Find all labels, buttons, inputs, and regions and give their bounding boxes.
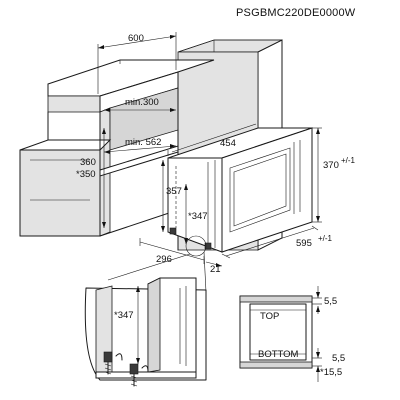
niche-shelf: [99, 145, 179, 177]
dim-370: 370 +/-1: [312, 127, 356, 223]
dim-21: 21: [205, 261, 223, 275]
dim-min-562-label: min. 562: [125, 137, 161, 148]
dim-454-label: 454: [220, 138, 236, 149]
dim-595: 595 +/-1: [221, 225, 333, 259]
appliance-window: [229, 147, 291, 233]
bottom-label: BOTTOM: [258, 349, 299, 360]
dim-600: 600: [97, 32, 177, 94]
dim-347-label: *347: [188, 211, 208, 222]
dim-296-label: 296: [156, 254, 172, 265]
dim-360: 360 *350: [76, 128, 106, 228]
dim-595-label: 595: [296, 238, 312, 249]
detail-view: *347: [84, 277, 207, 387]
detail-foot-1: [103, 351, 113, 363]
callout-circle: [185, 235, 207, 257]
dim-595-tolerance: +/-1: [318, 234, 333, 243]
dim-357-label: 357: [166, 186, 182, 197]
dim-357: 357: [161, 160, 182, 232]
section-view: TOP BOTTOM 5,5 5,5 *15,5: [239, 286, 345, 382]
dim-360-label: 360: [80, 157, 96, 168]
dim-min-562: min. 562: [103, 137, 177, 154]
dim-454: 454: [167, 120, 259, 156]
detail-callout: [107, 235, 207, 293]
microwave-appliance: [167, 127, 313, 253]
gap-bottom-star-label: *15,5: [320, 367, 342, 378]
gap-top-label: 5,5: [324, 296, 337, 307]
dim-370-label: 370: [323, 160, 339, 171]
dim-350-label: *350: [76, 169, 96, 180]
dim-347: *347: [184, 184, 208, 244]
detail-foot-2: [129, 363, 139, 375]
dim-min-300-label: min.300: [125, 97, 159, 108]
dim-600-label: 600: [128, 33, 144, 44]
appliance-foot-right: [204, 242, 212, 250]
dim-21-label: 21: [210, 264, 221, 275]
dim-370-tolerance: +/-1: [341, 156, 356, 165]
detail-347-label: *347: [114, 310, 134, 321]
top-label: TOP: [260, 311, 279, 322]
model-code: PSGBMC220DE0000W: [236, 7, 356, 19]
gap-bottom-label: 5,5: [332, 353, 345, 364]
appliance-foot-left: [169, 227, 177, 235]
detail-frame: [84, 287, 207, 381]
section-appliance: [249, 303, 307, 361]
dim-min-300: min.300: [104, 97, 176, 112]
